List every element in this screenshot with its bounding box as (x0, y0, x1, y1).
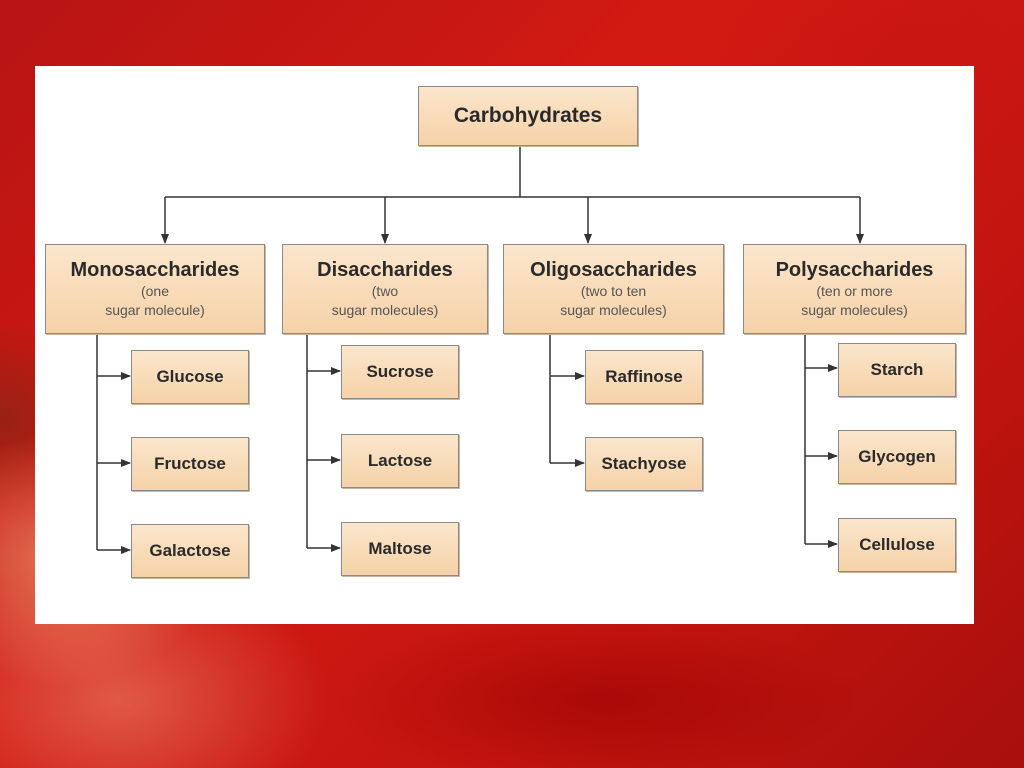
slide-panel: Carbohydrates Monosaccharides (one sugar… (35, 66, 974, 624)
node-cellulose: Cellulose (838, 518, 956, 572)
category-name: Polysaccharides (775, 259, 934, 281)
category-name: Disaccharides (317, 259, 453, 281)
category-desc-line1: (two to ten (580, 283, 647, 299)
node-galactose: Galactose (131, 524, 249, 578)
category-desc-line1: (ten or more (816, 283, 893, 299)
category-desc-line1: (two (371, 283, 399, 299)
category-desc-line2: sugar molecules) (560, 302, 667, 318)
node-lactose: Lactose (341, 434, 459, 488)
category-desc-line1: (one (140, 283, 170, 299)
node-sucrose: Sucrose (341, 345, 459, 399)
node-fructose: Fructose (131, 437, 249, 491)
connector-lines (96, 146, 864, 554)
category-desc-line2: sugar molecules) (331, 302, 439, 318)
node-raffinose: Raffinose (585, 350, 703, 404)
node-stachyose: Stachyose (585, 437, 703, 491)
node-polysaccharides: Polysaccharides (ten or more sugar molec… (743, 244, 966, 334)
node-glucose: Glucose (131, 350, 249, 404)
category-desc-line2: sugar molecule) (105, 302, 205, 318)
category-name: Oligosaccharides (530, 259, 697, 281)
node-starch: Starch (838, 343, 956, 397)
node-maltose: Maltose (341, 522, 459, 576)
node-disaccharides: Disaccharides (two sugar molecules) (282, 244, 488, 334)
node-monosaccharides: Monosaccharides (one sugar molecule) (45, 244, 265, 334)
carbohydrate-tree-diagram: Carbohydrates Monosaccharides (one sugar… (35, 66, 974, 624)
node-carbohydrates: Carbohydrates (418, 86, 638, 146)
category-desc-line2: sugar molecules) (801, 302, 908, 318)
node-oligosaccharides: Oligosaccharides (two to ten sugar molec… (503, 244, 724, 334)
node-glycogen: Glycogen (838, 430, 956, 484)
category-name: Monosaccharides (70, 259, 240, 281)
